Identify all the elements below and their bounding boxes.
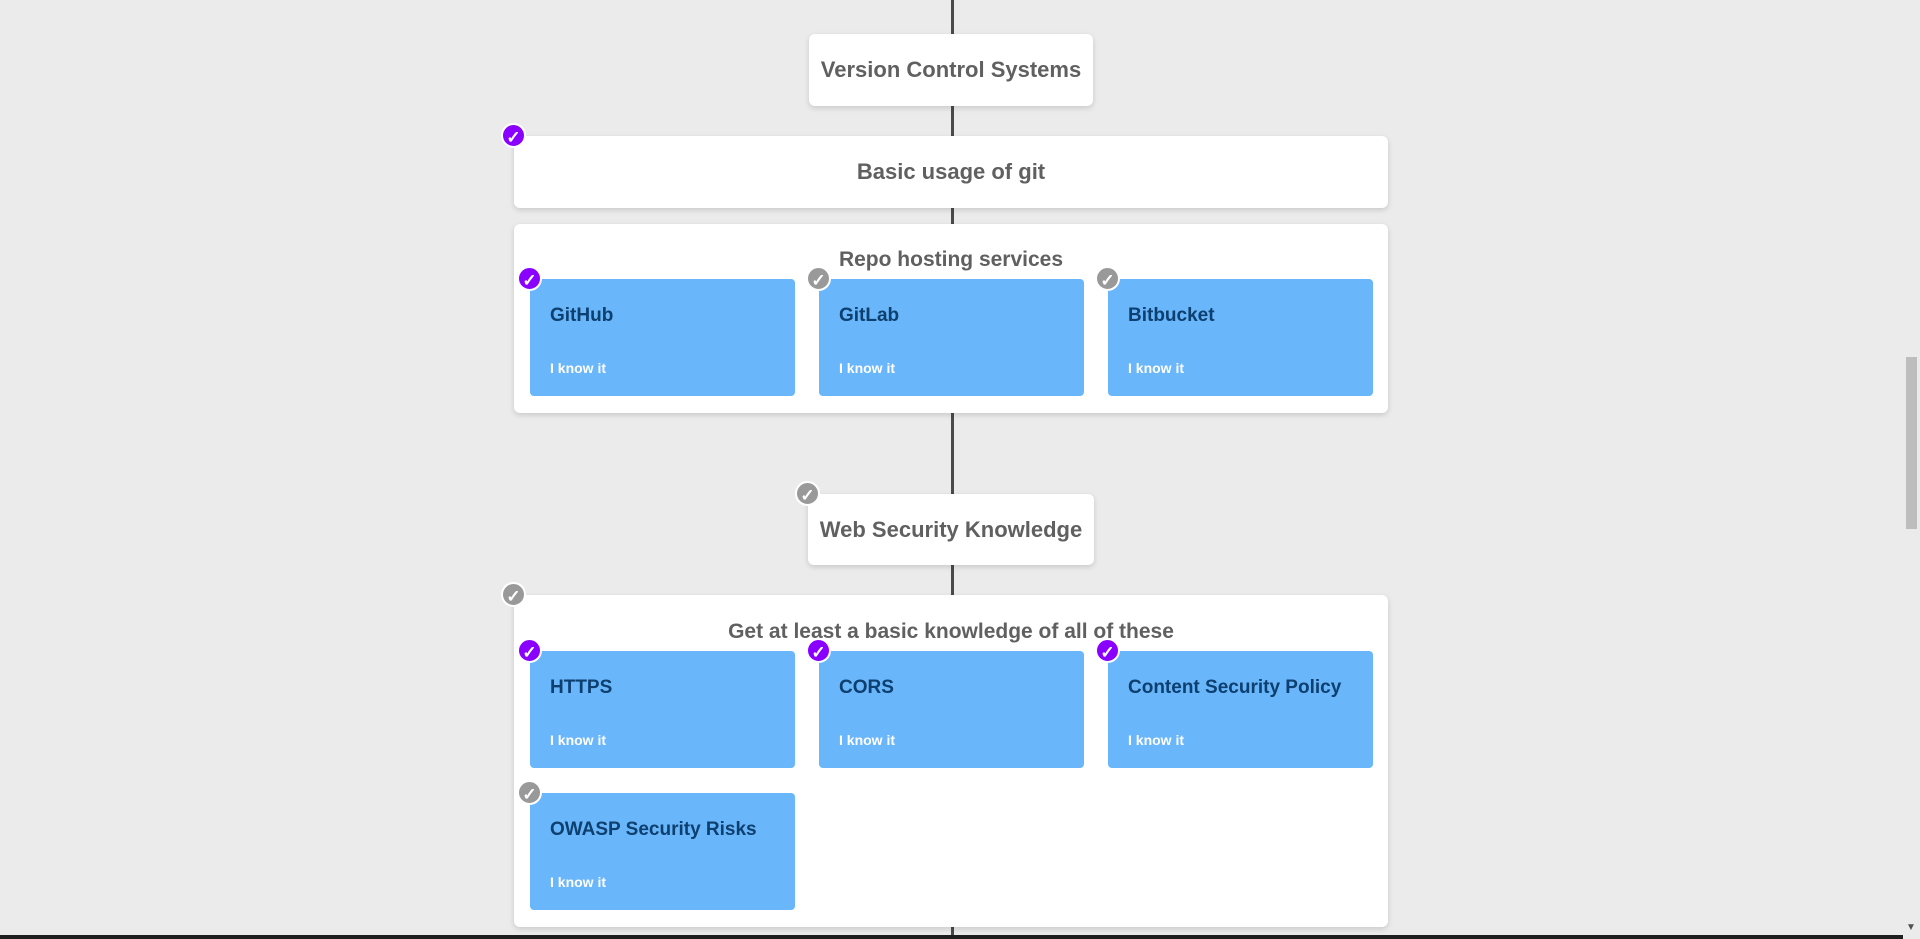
connector-line [951,565,954,595]
card-title: OWASP Security Risks [550,819,757,840]
connector-line [951,0,954,34]
check-icon[interactable]: ✓ [517,638,542,663]
i-know-it-button[interactable]: I know it [1128,732,1184,748]
security-knowledge-group: Get at least a basic knowledge of all of… [514,595,1388,927]
roadmap-node-web-security[interactable]: Web Security Knowledge [808,494,1094,565]
i-know-it-button[interactable]: I know it [1128,360,1184,376]
card-title: GitHub [550,305,614,326]
card-https[interactable]: HTTPS I know it [530,651,795,768]
check-icon[interactable]: ✓ [806,638,831,663]
card-title: GitLab [839,305,900,326]
group-title: Repo hosting services [838,248,1064,271]
card-title: Content Security Policy [1128,677,1342,698]
connector-line [951,208,954,224]
card-bitbucket[interactable]: Bitbucket I know it [1108,279,1373,396]
card-content-security-policy[interactable]: Content Security Policy I know it [1108,651,1373,768]
i-know-it-button[interactable]: I know it [839,732,895,748]
card-gitlab[interactable]: GitLab I know it [819,279,1084,396]
connector-line [951,927,954,939]
card-title: HTTPS [550,677,613,698]
check-icon[interactable]: ✓ [501,123,526,148]
check-icon[interactable]: ✓ [517,266,542,291]
repo-hosting-group: Repo hosting services GitHub I know it G… [514,224,1388,413]
connector-line [951,106,954,136]
check-icon[interactable]: ✓ [501,582,526,607]
check-icon[interactable]: ✓ [517,780,542,805]
i-know-it-button[interactable]: I know it [550,360,606,376]
check-icon[interactable]: ✓ [806,266,831,291]
check-icon[interactable]: ✓ [1095,266,1120,291]
connector-line [951,413,954,494]
i-know-it-button[interactable]: I know it [839,360,895,376]
check-icon[interactable]: ✓ [795,481,820,506]
card-title: Bitbucket [1128,305,1215,326]
scrollbar-thumb[interactable] [1906,357,1917,529]
i-know-it-button[interactable]: I know it [550,874,606,890]
roadmap-node-basic-git[interactable]: Basic usage of git [514,136,1388,208]
scroll-down-arrow-icon[interactable]: ▼ [1906,922,1916,933]
group-title: Get at least a basic knowledge of all of… [728,620,1174,643]
card-github[interactable]: GitHub I know it [530,279,795,396]
card-title: CORS [839,677,894,698]
bottom-bar [0,935,1903,939]
roadmap-node-version-control[interactable]: Version Control Systems [809,34,1093,106]
i-know-it-button[interactable]: I know it [550,732,606,748]
card-owasp-security-risks[interactable]: OWASP Security Risks I know it [530,793,795,910]
card-cors[interactable]: CORS I know it [819,651,1084,768]
check-icon[interactable]: ✓ [1095,638,1120,663]
